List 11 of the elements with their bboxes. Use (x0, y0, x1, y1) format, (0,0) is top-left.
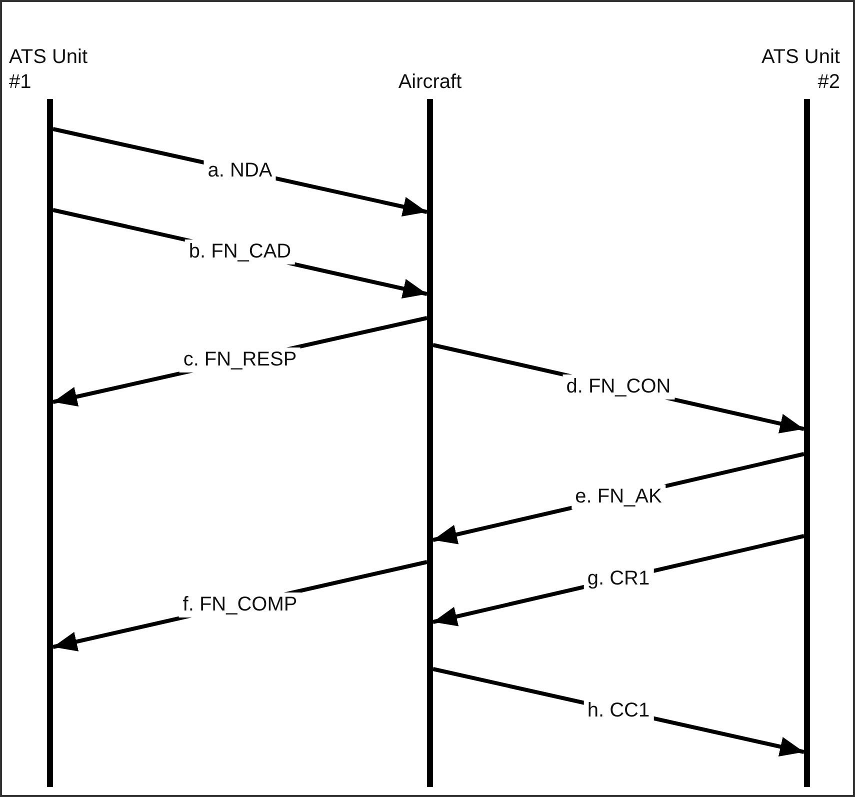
edge-label: b. FN_CAD (184, 240, 296, 264)
edge-label: g. CR1 (583, 566, 654, 592)
edge-label: f. FN_COMP (178, 592, 302, 617)
edge-label: a. NDA (204, 158, 276, 183)
edge-label: h. CC1 (583, 698, 654, 723)
edge-label: e. FN_AK (571, 484, 666, 510)
lifeline-title: ATS Unit #1 (9, 45, 89, 95)
lifeline-title: ATS Unit #2 (760, 45, 840, 95)
lifeline-title: Aircraft (397, 70, 463, 95)
edge-label: c. FN_RESP (179, 348, 301, 372)
edge-label: d. FN_CON (562, 374, 675, 400)
